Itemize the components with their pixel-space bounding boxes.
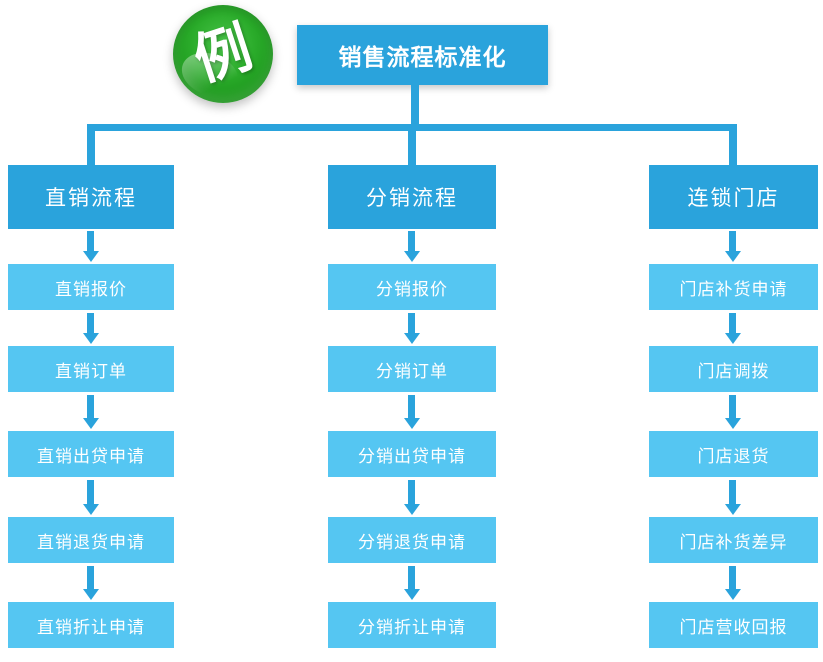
arrow-down-icon [83,313,99,344]
arrow-down-icon [83,480,99,515]
flow-node-label: 分销退货申请 [358,532,466,552]
flow-node-label: 分销折让申请 [358,617,466,637]
flow-node-direct-shipment-request: 直销出贷申请 [8,431,174,477]
example-badge-label: 例 [186,14,260,93]
flow-node-distribution-quote: 分销报价 [328,264,496,310]
flow-node-store-transfer: 门店调拨 [649,346,818,392]
connector-drop-right [729,124,737,165]
connector-drop-middle [408,124,416,165]
example-badge: 例 [173,5,273,103]
flow-node-label: 门店退货 [697,446,770,466]
root-node-label: 销售流程标准化 [338,44,507,70]
arrow-down-icon [404,231,420,262]
arrow-down-icon [404,395,420,429]
flow-node-label: 直销折让申请 [37,617,145,637]
flow-node-direct-return-request: 直销退货申请 [8,517,174,563]
flow-node-label: 分销出贷申请 [358,446,466,466]
flow-node-distribution-return-request: 分销退货申请 [328,517,496,563]
column-header-distribution: 分销流程 [328,165,496,229]
connector-trunk [411,85,419,131]
flow-node-store-revenue-report: 门店营收回报 [649,602,818,648]
flow-node-direct-allowance-request: 直销折让申请 [8,602,174,648]
column-header-label: 直销流程 [45,187,137,210]
flow-node-label: 直销出贷申请 [37,446,145,466]
flow-node-label: 门店补货差异 [679,532,788,552]
root-node: 销售流程标准化 [297,25,548,85]
arrow-down-icon [725,313,741,344]
column-header-chain-stores: 连锁门店 [649,165,818,229]
flow-node-distribution-shipment-request: 分销出贷申请 [328,431,496,477]
arrow-down-icon [404,566,420,600]
flow-node-store-return: 门店退货 [649,431,818,477]
column-header-label: 分销流程 [366,187,458,210]
flow-node-label: 直销订单 [55,361,127,381]
flow-node-label: 门店调拨 [697,361,770,381]
flow-node-store-replenish-request: 门店补货申请 [649,264,818,310]
flow-node-label: 分销订单 [376,361,448,381]
arrow-down-icon [83,395,99,429]
arrow-down-icon [725,231,741,262]
arrow-down-icon [725,566,741,600]
flow-node-direct-quote: 直销报价 [8,264,174,310]
arrow-down-icon [83,231,99,262]
column-header-direct-sales: 直销流程 [8,165,174,229]
flow-node-label: 分销报价 [376,279,448,299]
flow-node-label: 直销报价 [55,279,127,299]
arrow-down-icon [404,480,420,515]
arrow-down-icon [404,313,420,344]
arrow-down-icon [725,395,741,429]
arrow-down-icon [725,480,741,515]
flow-node-label: 直销退货申请 [37,532,145,552]
arrow-down-icon [83,566,99,600]
flow-node-direct-order: 直销订单 [8,346,174,392]
flow-node-label: 门店补货申请 [679,279,788,299]
flow-node-distribution-order: 分销订单 [328,346,496,392]
column-header-label: 连锁门店 [687,187,780,210]
flow-node-distribution-allowance-request: 分销折让申请 [328,602,496,648]
flow-node-store-replenish-difference: 门店补货差异 [649,517,818,563]
connector-drop-left [87,124,95,165]
flow-node-label: 门店营收回报 [679,617,788,637]
